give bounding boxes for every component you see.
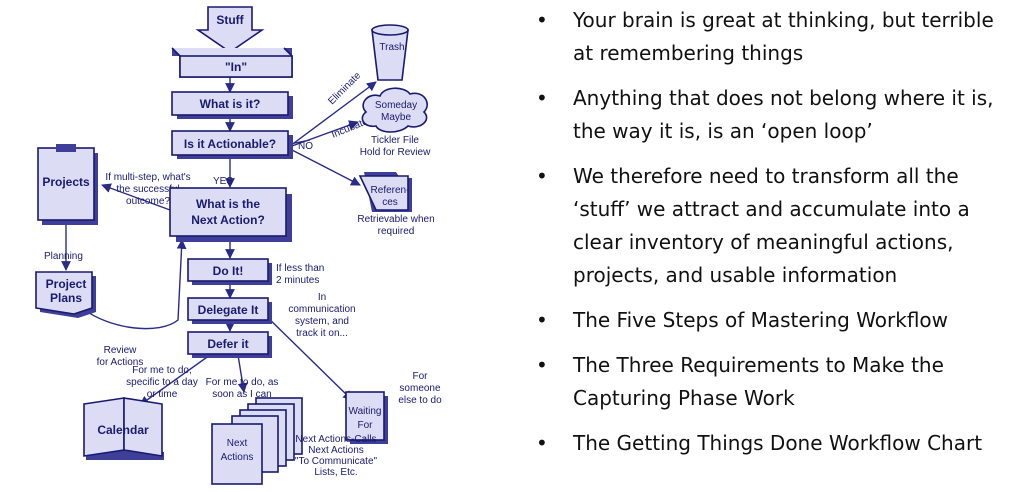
svg-text:Next Action?: Next Action? [191, 213, 265, 227]
project-plans-node: Project Plans [35, 271, 96, 318]
planning-label: Planning [44, 251, 83, 262]
svg-text:Next: Next [227, 438, 248, 449]
someone-label-2: someone [399, 383, 441, 394]
yes-label: YES [213, 176, 233, 187]
review-label-2: for Actions [97, 357, 144, 368]
review-label-1: Review [104, 345, 138, 356]
defer-it-node: Defer it [187, 331, 272, 358]
svg-text:Someday: Someday [375, 100, 417, 111]
gtd-workflow-diagram: Stuff "In" What is it? Is it Actionable?… [35, 6, 442, 485]
bullet-item: The Five Steps of Mastering Workflow [528, 304, 1020, 337]
comm-label-3: system, and [295, 316, 349, 327]
svg-text:Delegate It: Delegate It [198, 303, 259, 317]
retrievable-label-2: required [378, 226, 415, 237]
do-it-node: Do It! [187, 258, 272, 285]
svg-text:Do It!: Do It! [213, 264, 244, 278]
bullet-item: Your brain is great at thinking, but ter… [528, 4, 1020, 70]
comm-label-1: In [318, 292, 326, 303]
bullet-item: The Three Requirements to Make the Captu… [528, 349, 1020, 415]
someone-label-3: else to do [398, 395, 442, 406]
comm-label-2: communication [288, 304, 355, 315]
retrievable-label-1: Retrievable when [357, 214, 434, 225]
bullet-item: The Getting Things Done Workflow Chart [528, 427, 1020, 460]
someone-label-1: For [413, 371, 429, 382]
someday-maybe-node: Someday Maybe [361, 87, 428, 133]
specific-label-1: For me to do, [132, 365, 191, 376]
svg-text:For: For [358, 420, 374, 431]
multi-step-label-1: If multi-step, what's [105, 172, 190, 183]
in-tray-node: "In" [171, 47, 293, 78]
stuff-node: Stuff [195, 6, 265, 53]
svg-text:Projects: Projects [42, 175, 90, 189]
lists-label-1: Next Actions-Calls [295, 434, 376, 445]
is-actionable-node: Is it Actionable? [171, 130, 293, 159]
asap-label-2: soon as I can [212, 389, 271, 400]
svg-text:Actions: Actions [221, 452, 254, 463]
svg-text:Plans: Plans [50, 291, 82, 305]
no-label: NO [298, 141, 313, 152]
lists-label-4: Lists, Etc. [314, 467, 357, 478]
svg-text:Maybe: Maybe [381, 112, 411, 123]
specific-label-2: specific to a day [126, 377, 198, 388]
bullet-item: Anything that does not belong where it i… [528, 82, 1020, 148]
references-node: Referen- ces [358, 172, 412, 212]
comm-label-4: track it on... [296, 328, 348, 339]
svg-text:"In": "In" [225, 60, 247, 74]
less-than-label-1: If less than [276, 263, 324, 274]
svg-text:Is it Actionable?: Is it Actionable? [184, 137, 276, 151]
svg-text:Stuff: Stuff [216, 13, 244, 27]
less-than-label-2: 2 minutes [276, 275, 319, 286]
next-actions-node: Next Actions [211, 397, 303, 485]
svg-text:Waiting: Waiting [349, 406, 382, 417]
svg-text:Referen-: Referen- [371, 185, 410, 196]
multi-step-label-3: outcome? [126, 196, 170, 207]
svg-text:Trash: Trash [379, 42, 404, 53]
delegate-it-node: Delegate It [187, 297, 272, 324]
asap-label-1: For me to do, as [206, 377, 279, 388]
bullet-item: We therefore need to transform all the ‘… [528, 160, 1020, 292]
eliminate-label: Eliminate [326, 70, 363, 107]
calendar-node: Calendar [83, 397, 164, 460]
waiting-for-node: Waiting For [345, 391, 388, 444]
lists-label-2: Next Actions [308, 445, 364, 456]
what-is-it-node: What is it? [171, 91, 293, 119]
svg-text:Defer it: Defer it [207, 337, 248, 351]
svg-text:ces: ces [382, 197, 398, 208]
svg-text:Project: Project [46, 277, 87, 291]
svg-text:Calendar: Calendar [97, 423, 149, 437]
svg-text:What is the: What is the [196, 197, 260, 211]
tickler-label-1: Tickler File [371, 135, 419, 146]
next-action-node: What is the Next Action? [169, 187, 292, 242]
tickler-label-2: Hold for Review [360, 147, 431, 158]
projects-node: Projects [37, 144, 98, 225]
specific-label-3: or time [147, 389, 178, 400]
multi-step-label-2: the successful [116, 184, 179, 195]
lists-label-3: "To Communicate" [295, 456, 378, 467]
bullet-list: Your brain is great at thinking, but ter… [528, 4, 1020, 472]
svg-text:What is it?: What is it? [200, 97, 261, 111]
trash-node: Trash [371, 24, 409, 81]
